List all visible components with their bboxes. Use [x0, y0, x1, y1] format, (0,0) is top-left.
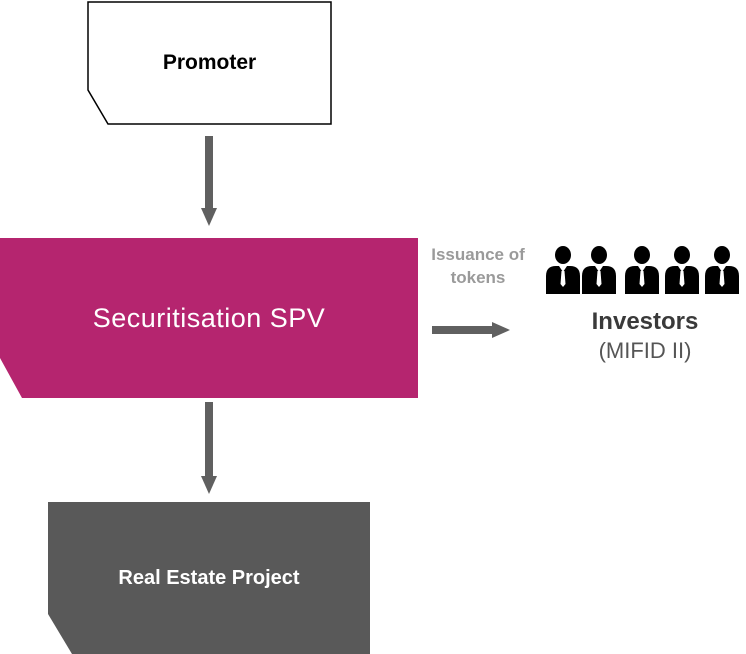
issuance-label: Issuance of tokens [431, 245, 525, 287]
person-icon [625, 246, 659, 294]
promoter-box [87, 1, 332, 125]
investors-subtitle: (MIFID II) [598, 338, 692, 363]
promoter-label: Promoter [162, 51, 257, 74]
spv-label: Securitisation SPV [92, 302, 326, 333]
arrow-promoter-to-spv [201, 136, 217, 226]
arrow-spv-to-investors [432, 322, 510, 338]
investors-title: Investors [591, 308, 699, 335]
person-icon [582, 246, 616, 294]
investors-icons [546, 246, 739, 294]
person-icon [546, 246, 580, 294]
person-icon [665, 246, 699, 294]
arrow-spv-to-project [201, 402, 217, 494]
person-icon [705, 246, 739, 294]
project-box [48, 502, 370, 654]
spv-box [0, 238, 418, 398]
project-label: Real Estate Project [118, 566, 300, 589]
